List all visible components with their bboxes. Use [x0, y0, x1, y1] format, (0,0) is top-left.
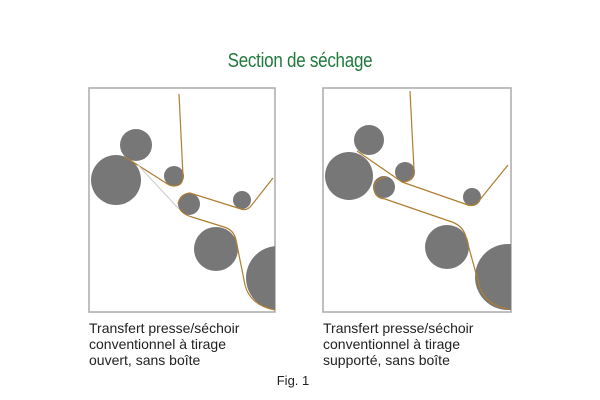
caption-right: Transfert presse/séchoir conventionnel à…: [323, 320, 523, 368]
press-roll: [91, 155, 141, 205]
press-roll-top: [120, 129, 152, 161]
caption-line: conventionnel à tirage: [323, 336, 460, 352]
felt-top: [124, 93, 184, 187]
figure-label: Fig. 1: [276, 373, 310, 388]
guide-roll: [373, 176, 395, 198]
felt-roll: [164, 166, 184, 186]
diagram-title: Section de séchage: [227, 50, 373, 72]
open-draw-sheet: [137, 164, 179, 209]
caption-line: ouvert, sans boîte: [89, 352, 201, 368]
press-roll: [325, 152, 373, 200]
felt-roll-right: [463, 188, 481, 206]
guide-roll: [178, 193, 200, 215]
felt-roll-right: [233, 191, 251, 209]
caption-left: Transfert presse/séchoir conventionnel à…: [89, 320, 289, 368]
dryer-cylinder-large: [246, 246, 275, 310]
caption-line: supporté, sans boîte: [323, 352, 450, 368]
caption-line: Transfert presse/séchoir: [323, 320, 474, 336]
felt-middle: [177, 177, 274, 211]
dryer-cylinder: [194, 227, 238, 271]
press-roll-top: [354, 125, 384, 155]
panel-open-draw: [88, 87, 276, 313]
felt-middle: [401, 164, 509, 207]
dryer-felt: [373, 176, 510, 310]
dryer-felt: [178, 207, 275, 311]
felt-roll: [395, 162, 415, 182]
caption-line: conventionnel à tirage: [89, 336, 226, 352]
caption-line: Transfert presse/séchoir: [89, 320, 240, 336]
panel-supported-draw: [322, 87, 512, 313]
dryer-cylinder: [425, 225, 469, 269]
dryer-cylinder-large: [475, 244, 511, 310]
